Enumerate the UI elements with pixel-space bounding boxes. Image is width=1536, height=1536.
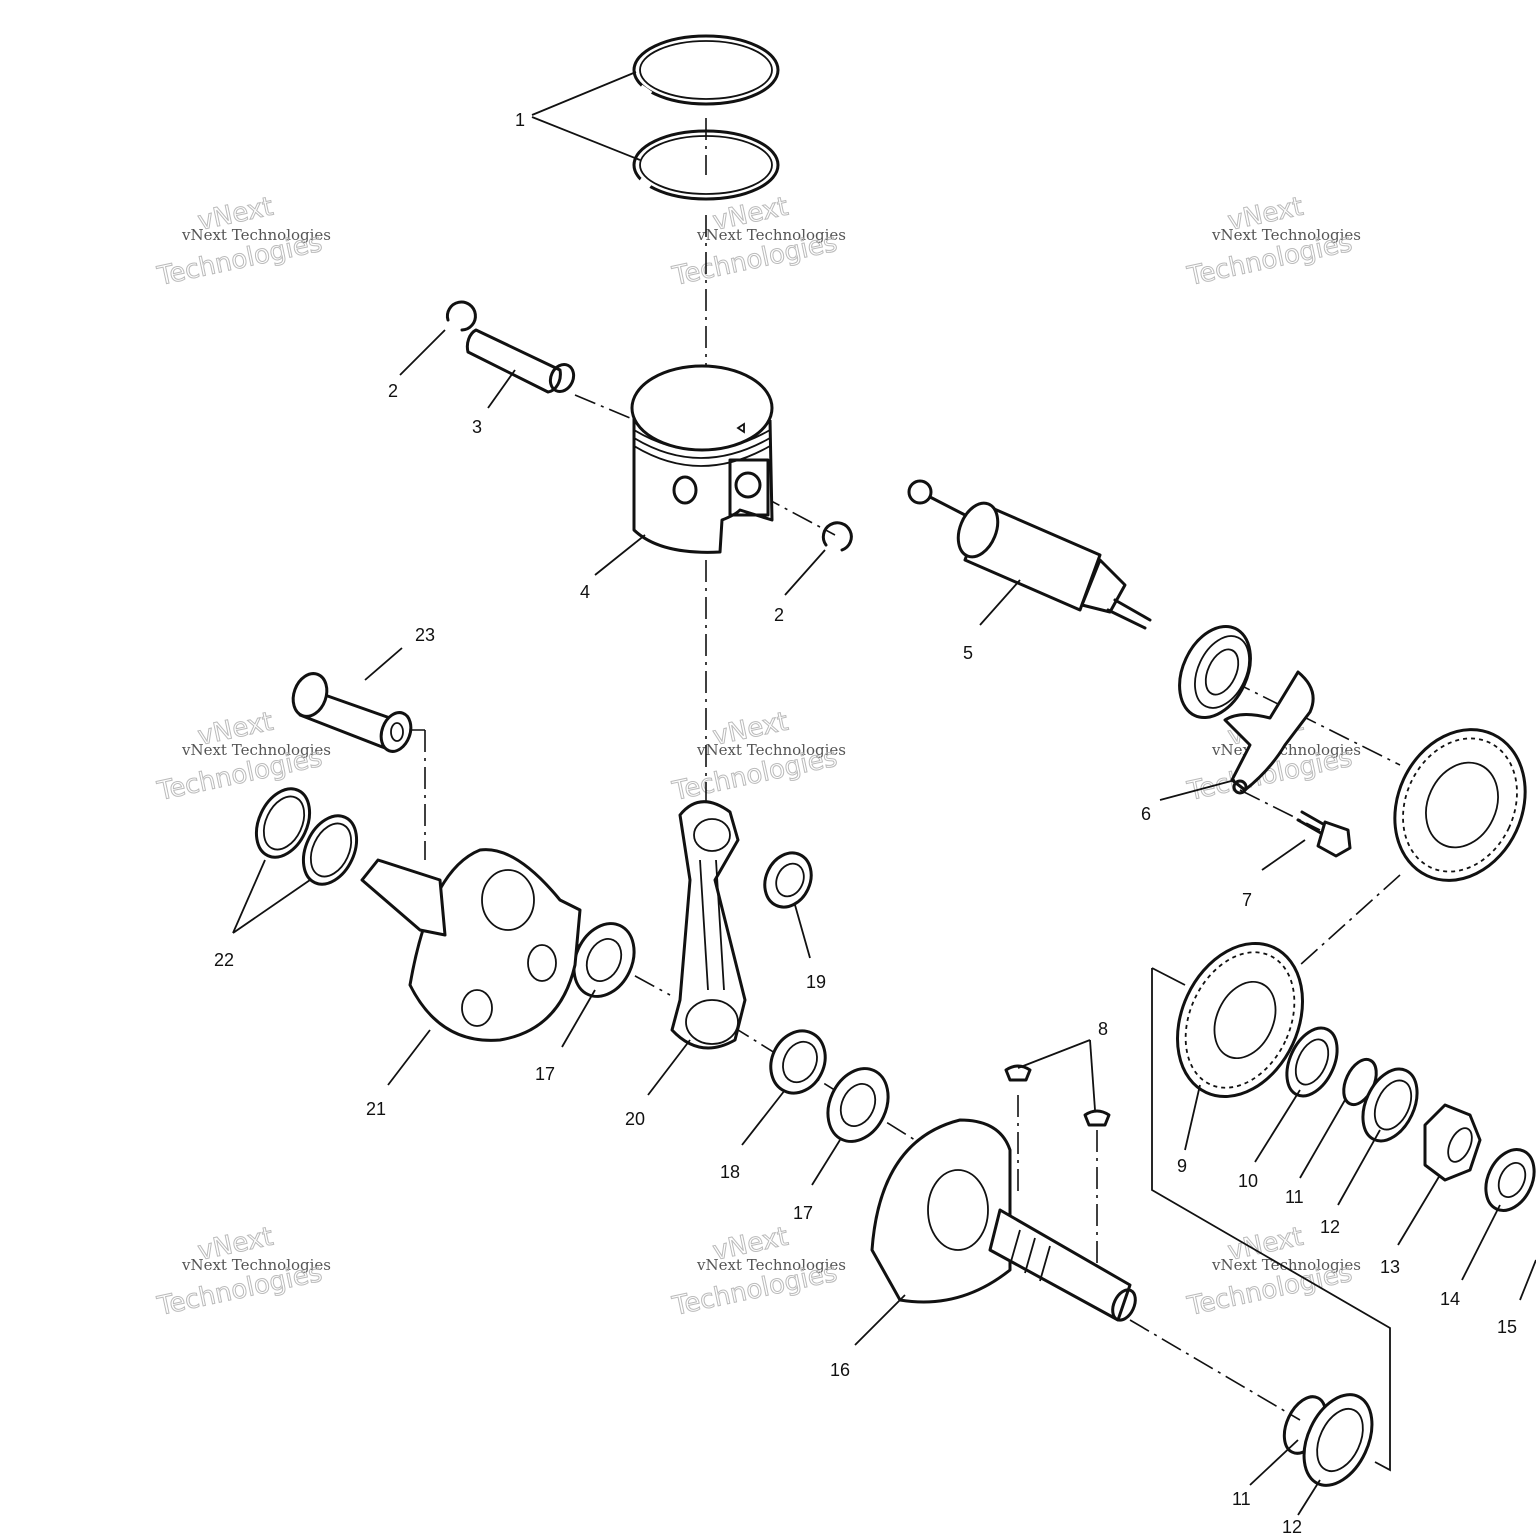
crankshaft-half-right (870, 1118, 1137, 1322)
callout-3: 3 (472, 417, 482, 437)
thrust-washer (572, 922, 636, 998)
callout-4: 4 (580, 582, 590, 602)
watermark: vNext vNext Technologies Technologies (1184, 191, 1361, 292)
retainer-plate (1223, 670, 1315, 795)
shim (254, 787, 312, 859)
connecting-rod (670, 800, 747, 1050)
callout-11b: 11 (1232, 1489, 1251, 1509)
callout-5: 5 (963, 643, 973, 663)
callout-18: 18 (720, 1162, 740, 1182)
callout-23: 23 (415, 625, 435, 645)
balancer-shaft (907, 479, 1152, 630)
piston (630, 364, 774, 554)
woodruff-key (1083, 1109, 1111, 1127)
piston-pin (465, 328, 576, 394)
callout-20: 20 (625, 1109, 645, 1129)
svg-text:vNext Technologies: vNext Technologies (696, 226, 846, 244)
watermarks: vNext vNext Technologies Technologies vN… (154, 191, 1361, 1322)
woodruff-key (1004, 1064, 1032, 1082)
piston-rings (632, 34, 780, 201)
callout-12b: 12 (1282, 1517, 1302, 1536)
watermark: vNext vNext Technologies Technologies (669, 191, 846, 292)
driven-gear-upper (1393, 728, 1527, 882)
svg-text:vNext Technologies: vNext Technologies (696, 741, 846, 759)
svg-text:vNext Technologies: vNext Technologies (181, 1256, 331, 1274)
watermark: vNext vNext Technologies Technologies (154, 191, 331, 292)
callout-15: 15 (1497, 1317, 1517, 1337)
drive-gear (1176, 941, 1304, 1099)
watermark: vNext vNext Technologies Technologies (154, 706, 331, 807)
spacer-washer (1484, 1148, 1536, 1212)
crank-pin (291, 672, 413, 753)
castle-nut (1423, 1103, 1482, 1182)
oil-seal (1361, 1067, 1419, 1143)
circlip (821, 521, 853, 552)
callout-10: 10 (1238, 1171, 1258, 1191)
callout-19: 19 (806, 972, 826, 992)
needle-bearing-big-end (769, 1029, 827, 1095)
callout-2b: 2 (774, 605, 784, 625)
needle-bearing-small-end (763, 851, 813, 909)
callout-2: 2 (388, 381, 398, 401)
shim (301, 814, 359, 886)
svg-text:vNext Technologies: vNext Technologies (1211, 226, 1361, 244)
callouts: 1 2 3 4 2 5 6 7 8 9 10 11 12 13 14 15 16… (214, 110, 1517, 1536)
svg-text:vNext Technologies: vNext Technologies (181, 226, 331, 244)
callout-9: 9 (1177, 1156, 1187, 1176)
callout-1: 1 (515, 110, 525, 130)
watermark: vNext vNext Technologies Technologies (669, 1221, 846, 1322)
thrust-washer (826, 1067, 890, 1143)
callout-7: 7 (1242, 890, 1252, 910)
callout-8: 8 (1098, 1019, 1108, 1039)
callout-12: 12 (1320, 1217, 1340, 1237)
svg-text:vNext Technologies: vNext Technologies (696, 1256, 846, 1274)
flange-bolt (1296, 810, 1352, 858)
svg-text:vNext Technologies: vNext Technologies (181, 741, 331, 759)
callout-16: 16 (830, 1360, 850, 1380)
callout-21: 21 (366, 1099, 386, 1119)
callout-6: 6 (1141, 804, 1151, 824)
ball-bearing (1178, 624, 1252, 720)
callout-22: 22 (214, 950, 234, 970)
callout-14: 14 (1440, 1289, 1460, 1309)
callout-13: 13 (1380, 1257, 1400, 1277)
svg-text:vNext Technologies: vNext Technologies (1211, 1256, 1361, 1274)
callout-17: 17 (535, 1064, 555, 1084)
callout-11: 11 (1285, 1187, 1304, 1207)
crankshaft-half-left (360, 848, 582, 1042)
watermark: vNext vNext Technologies Technologies (154, 1221, 331, 1322)
watermark: vNext vNext Technologies Technologies (669, 706, 846, 807)
circlip (445, 300, 477, 332)
callout-17b: 17 (793, 1203, 813, 1223)
leader-lines (232, 71, 1536, 1516)
